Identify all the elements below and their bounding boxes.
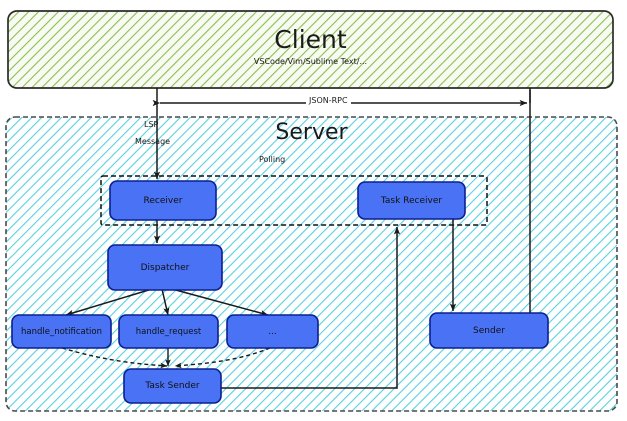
edge-label-lsp-message-line1: LSP <box>144 120 159 129</box>
edge-task-sender-to-task-receiver <box>220 226 401 389</box>
node-task-receiver[interactable] <box>357 181 466 220</box>
server-container <box>5 116 618 412</box>
client-title: Client <box>274 25 347 54</box>
client-subtitle: VSCode/Vim/Sublime Text/... <box>253 57 368 66</box>
server-title: Server <box>275 120 348 145</box>
node-more[interactable] <box>226 314 319 349</box>
node-receiver[interactable] <box>109 180 217 221</box>
node-sender[interactable] <box>429 312 549 349</box>
polling-group-label: Polling <box>259 155 286 164</box>
edge-handlers-to-task-sender <box>61 347 271 369</box>
edge-label-lsp-message-line2: Message <box>135 137 171 146</box>
node-dispatcher[interactable] <box>107 244 223 291</box>
client-container <box>7 10 614 89</box>
node-task-sender[interactable] <box>123 368 222 404</box>
node-handle-notification[interactable] <box>11 314 112 349</box>
edge-label-json-rpc: JSON-RPC <box>306 96 351 105</box>
node-handle-request[interactable] <box>118 314 219 349</box>
edge-dispatcher-to-handlers <box>65 288 269 317</box>
